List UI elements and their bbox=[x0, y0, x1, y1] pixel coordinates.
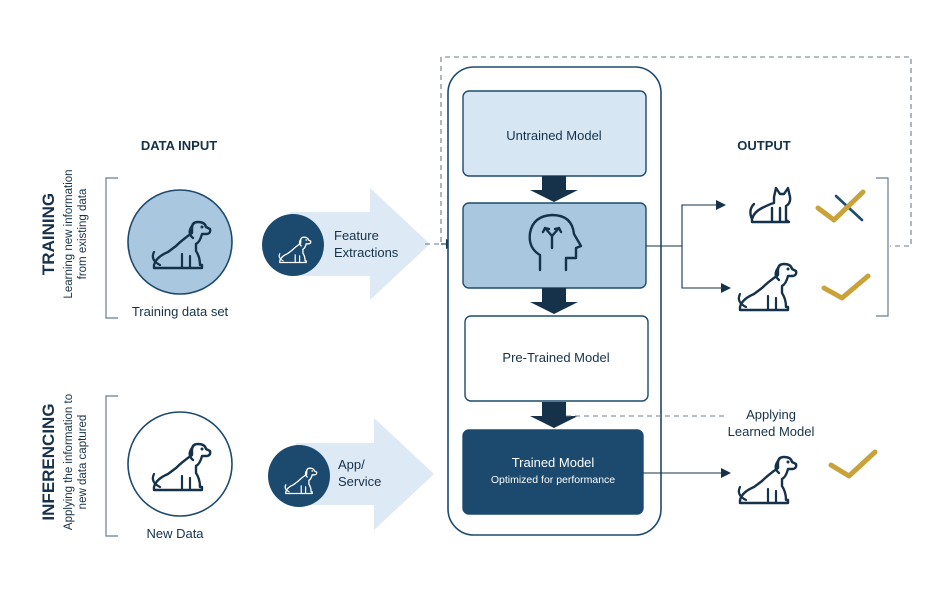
training-bracket bbox=[105, 177, 118, 319]
inferencing-subtitle-line2: new data captured bbox=[77, 415, 89, 510]
app-service-arrow bbox=[296, 418, 434, 530]
app-service-circle bbox=[268, 445, 330, 507]
training-subtitle-line1: Learning new information bbox=[63, 169, 75, 298]
cat-icon bbox=[749, 186, 792, 224]
dog-icon bbox=[737, 262, 798, 312]
pretrained-model-label: Pre-Trained Model bbox=[502, 350, 609, 365]
cross-icon bbox=[815, 189, 866, 223]
pretrained-model-box bbox=[464, 315, 649, 402]
trained-model-box bbox=[462, 429, 644, 515]
feedback-loop-dashed-line bbox=[425, 56, 912, 247]
app-service-label-line1: App/ bbox=[338, 457, 365, 472]
down-arrow-3 bbox=[530, 402, 578, 428]
data-input-header: DATA INPUT bbox=[141, 138, 217, 153]
applying-label-line2: Learned Model bbox=[728, 424, 815, 439]
feature-extraction-label-line2: Extractions bbox=[334, 245, 399, 260]
training-subtitle-line2: from existing data bbox=[77, 188, 89, 279]
inferencing-section-label: INFERENCING Applying the information to … bbox=[39, 394, 89, 530]
training-dataset-label: Training data set bbox=[132, 304, 229, 319]
down-arrow-1 bbox=[530, 176, 578, 202]
check-icon bbox=[828, 449, 878, 479]
feature-extraction-arrow bbox=[290, 188, 430, 300]
inferencing-bracket bbox=[105, 395, 118, 537]
untrained-model-label: Untrained Model bbox=[506, 128, 601, 143]
output-arrowhead-bottom bbox=[721, 283, 731, 293]
feature-extraction-label-line1: Feature bbox=[334, 228, 379, 243]
output-bracket bbox=[876, 177, 889, 317]
new-data-label: New Data bbox=[146, 526, 204, 541]
inferencing-title: INFERENCING bbox=[39, 403, 58, 520]
feature-extraction-circle bbox=[262, 214, 324, 276]
output-header: OUTPUT bbox=[737, 138, 791, 153]
trained-model-label: Trained Model bbox=[512, 455, 595, 470]
applying-label-line1: Applying bbox=[746, 407, 796, 422]
training-title: TRAINING bbox=[39, 193, 58, 275]
output-connector bbox=[646, 204, 722, 289]
down-arrow-2 bbox=[530, 288, 578, 314]
app-service-label-line2: Service bbox=[338, 474, 381, 489]
brain-head-icon bbox=[528, 213, 583, 272]
inferencing-subtitle-line1: Applying the information to bbox=[63, 394, 75, 530]
trained-model-sublabel: Optimized for performance bbox=[491, 474, 615, 486]
inference-output-arrowhead bbox=[721, 468, 731, 478]
output-arrowhead-top bbox=[716, 200, 726, 210]
dog-icon bbox=[737, 455, 798, 505]
check-icon bbox=[821, 273, 871, 301]
training-section-label: TRAINING Learning new information from e… bbox=[39, 169, 89, 298]
